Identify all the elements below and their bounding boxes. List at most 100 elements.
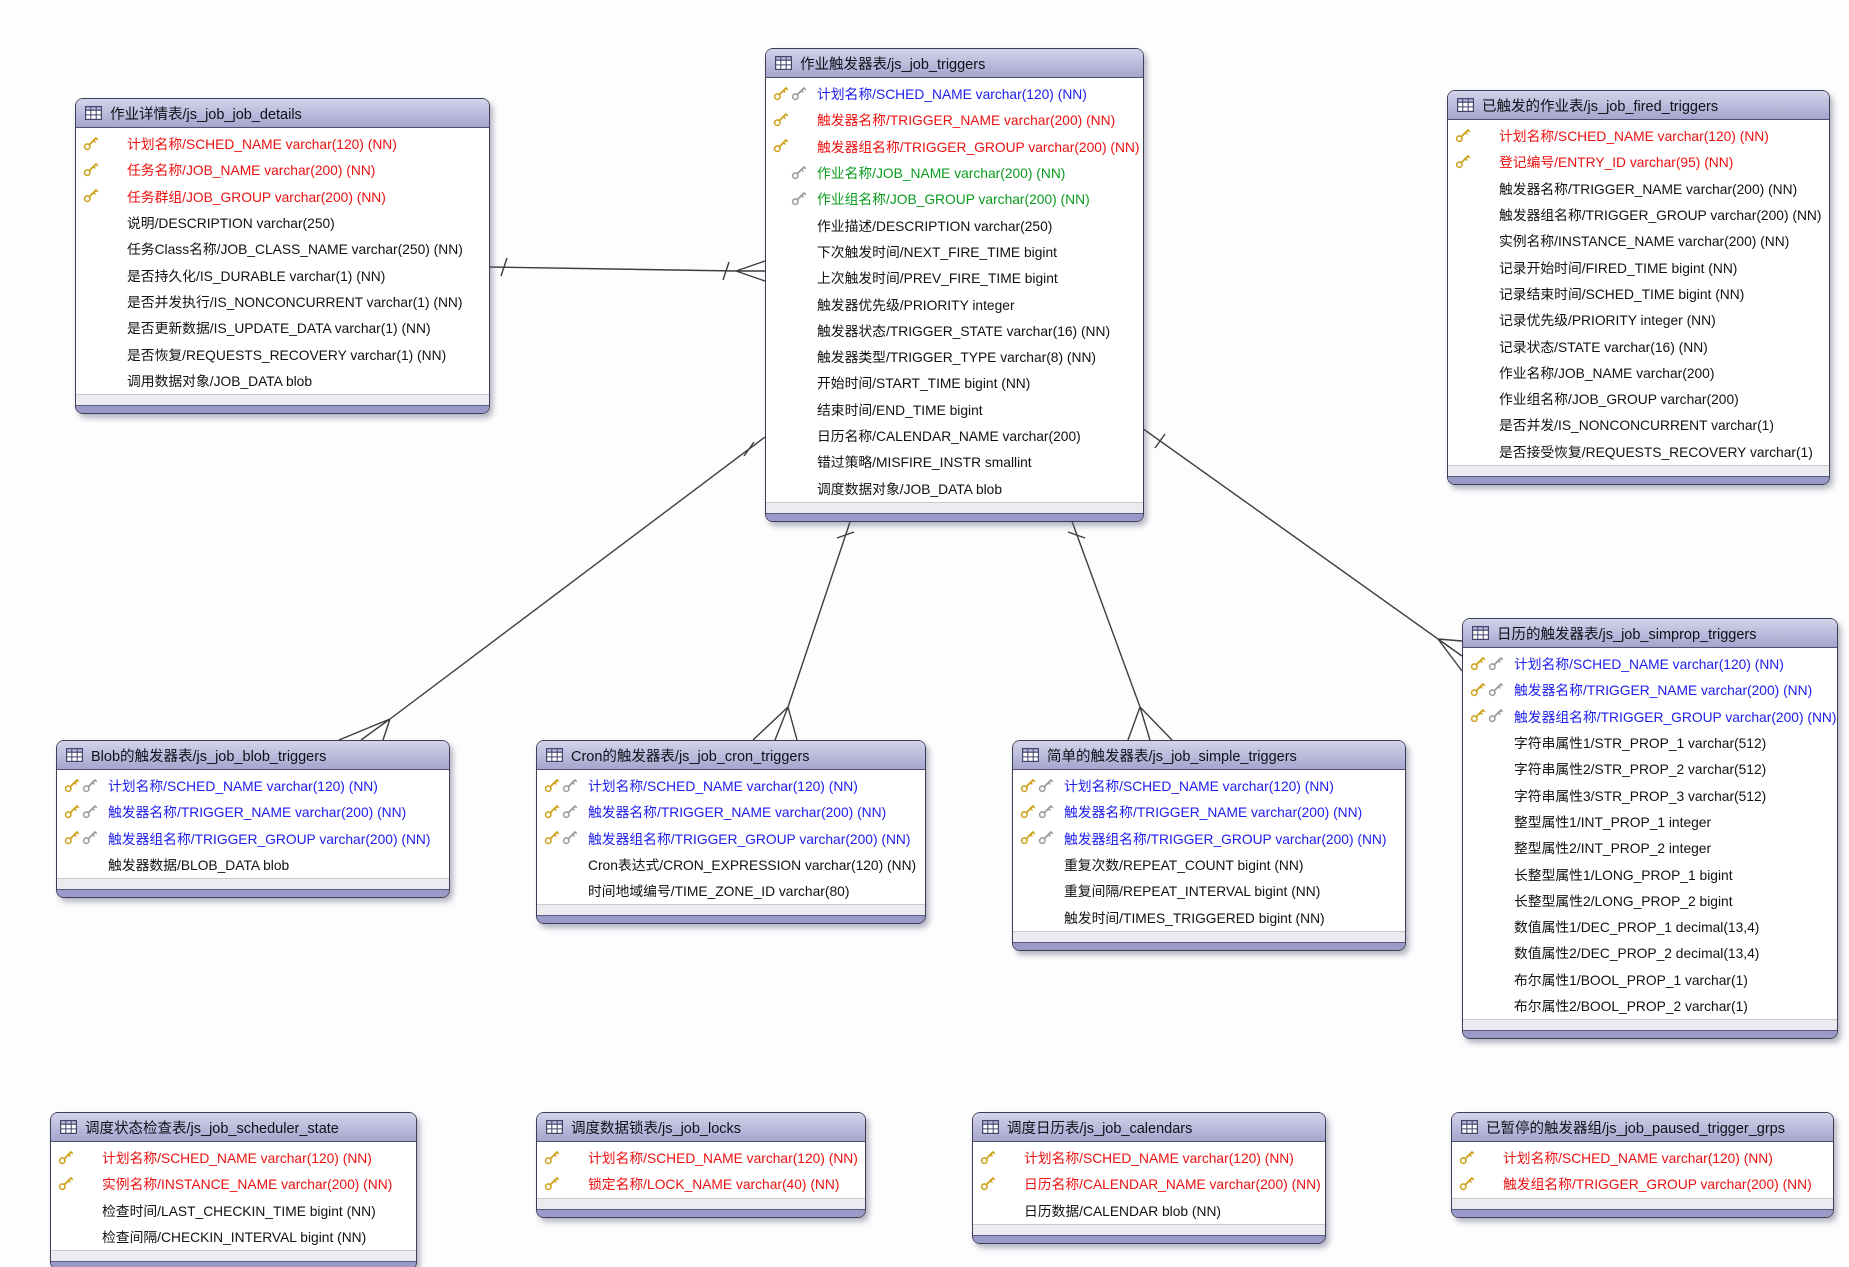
column-row[interactable]: 日历名称/CALENDAR_NAME varchar(200) (NN) bbox=[973, 1170, 1325, 1196]
column-row[interactable]: 作业组名称/JOB_GROUP varchar(200) bbox=[1448, 385, 1829, 411]
column-row[interactable]: 字符串属性2/STR_PROP_2 varchar(512) bbox=[1463, 755, 1837, 781]
entity-table-js-job-scheduler-state[interactable]: 调度状态检查表/js_job_scheduler_state 计划名称/SCHE… bbox=[50, 1112, 417, 1267]
column-row[interactable]: 结束时间/END_TIME bigint bbox=[766, 396, 1143, 422]
relation-triggers-to-blob-triggers[interactable] bbox=[338, 436, 766, 741]
entity-table-js-job-locks[interactable]: 调度数据锁表/js_job_locks 计划名称/SCHED_NAME varc… bbox=[536, 1112, 866, 1218]
table-header[interactable]: 调度日历表/js_job_calendars bbox=[973, 1113, 1325, 1142]
column-row[interactable]: 计划名称/SCHED_NAME varchar(120) (NN) bbox=[973, 1144, 1325, 1170]
column-row[interactable]: 时间地域编号/TIME_ZONE_ID varchar(80) bbox=[537, 877, 925, 903]
column-row[interactable]: 整型属性1/INT_PROP_1 integer bbox=[1463, 808, 1837, 834]
relation-triggers-to-simple-triggers[interactable] bbox=[1067, 515, 1173, 741]
column-row[interactable]: 触发器名称/TRIGGER_NAME varchar(200) (NN) bbox=[57, 798, 449, 824]
column-row[interactable]: 检查间隔/CHECKIN_INTERVAL bigint (NN) bbox=[51, 1223, 416, 1249]
column-row[interactable]: 日历名称/CALENDAR_NAME varchar(200) bbox=[766, 422, 1143, 448]
column-row[interactable]: 记录开始时间/FIRED_TIME bigint (NN) bbox=[1448, 253, 1829, 279]
column-row[interactable]: 调用数据对象/JOB_DATA blob bbox=[76, 367, 489, 393]
column-row[interactable]: 记录结束时间/SCHED_TIME bigint (NN) bbox=[1448, 280, 1829, 306]
column-row[interactable]: 计划名称/SCHED_NAME varchar(120) (NN) bbox=[537, 1144, 865, 1170]
column-row[interactable]: 触发器组名称/TRIGGER_GROUP varchar(200) (NN) bbox=[1013, 825, 1405, 851]
column-row[interactable]: 数值属性1/DEC_PROP_1 decimal(13,4) bbox=[1463, 913, 1837, 939]
column-row[interactable]: 作业描述/DESCRIPTION varchar(250) bbox=[766, 211, 1143, 237]
column-row[interactable]: 计划名称/SCHED_NAME varchar(120) (NN) bbox=[76, 130, 489, 156]
column-row[interactable]: 重复次数/REPEAT_COUNT bigint (NN) bbox=[1013, 851, 1405, 877]
column-row[interactable]: 触发器名称/TRIGGER_NAME varchar(200) (NN) bbox=[1013, 798, 1405, 824]
column-row[interactable]: 任务Class名称/JOB_CLASS_NAME varchar(250) (N… bbox=[76, 235, 489, 261]
entity-table-js-job-triggers[interactable]: 作业触发器表/js_job_triggers 计划名称/SCHED_NAME v… bbox=[765, 48, 1144, 522]
column-row[interactable]: 实例名称/INSTANCE_NAME varchar(200) (NN) bbox=[1448, 227, 1829, 253]
column-row[interactable]: 作业组名称/JOB_GROUP varchar(200) (NN) bbox=[766, 185, 1143, 211]
column-row[interactable]: 触发器名称/TRIGGER_NAME varchar(200) (NN) bbox=[1448, 175, 1829, 201]
table-header[interactable]: 已触发的作业表/js_job_fired_triggers bbox=[1448, 91, 1829, 120]
column-row[interactable]: 触发器名称/TRIGGER_NAME varchar(200) (NN) bbox=[1463, 676, 1837, 702]
column-row[interactable]: 长整型属性2/LONG_PROP_2 bigint bbox=[1463, 887, 1837, 913]
column-row[interactable]: 说明/DESCRIPTION varchar(250) bbox=[76, 209, 489, 235]
entity-table-js-job-paused-trigger-grps[interactable]: 已暂停的触发器组/js_job_paused_trigger_grps 计划名称… bbox=[1451, 1112, 1834, 1218]
column-row[interactable]: 触发器优先级/PRIORITY integer bbox=[766, 290, 1143, 316]
column-row[interactable]: 布尔属性1/BOOL_PROP_1 varchar(1) bbox=[1463, 966, 1837, 992]
entity-table-js-job-calendars[interactable]: 调度日历表/js_job_calendars 计划名称/SCHED_NAME v… bbox=[972, 1112, 1326, 1244]
table-header[interactable]: 日历的触发器表/js_job_simprop_triggers bbox=[1463, 619, 1837, 648]
column-row[interactable]: 是否接受恢复/REQUESTS_RECOVERY varchar(1) bbox=[1448, 438, 1829, 464]
column-row[interactable]: 触发时间/TIMES_TRIGGERED bigint (NN) bbox=[1013, 903, 1405, 929]
relation-triggers-to-simprop-triggers[interactable] bbox=[1141, 427, 1463, 672]
column-row[interactable]: 数值属性2/DEC_PROP_2 decimal(13,4) bbox=[1463, 939, 1837, 965]
column-row[interactable]: 触发器状态/TRIGGER_STATE varchar(16) (NN) bbox=[766, 317, 1143, 343]
column-row[interactable]: 开始时间/START_TIME bigint (NN) bbox=[766, 369, 1143, 395]
table-header[interactable]: 调度状态检查表/js_job_scheduler_state bbox=[51, 1113, 416, 1142]
table-header[interactable]: Cron的触发器表/js_job_cron_triggers bbox=[537, 741, 925, 770]
column-row[interactable]: 日历数据/CALENDAR blob (NN) bbox=[973, 1197, 1325, 1223]
table-header[interactable]: 作业详情表/js_job_job_details bbox=[76, 99, 489, 128]
table-header[interactable]: 作业触发器表/js_job_triggers bbox=[766, 49, 1143, 78]
table-header[interactable]: 简单的触发器表/js_job_simple_triggers bbox=[1013, 741, 1405, 770]
column-row[interactable]: 任务名称/JOB_NAME varchar(200) (NN) bbox=[76, 156, 489, 182]
column-row[interactable]: 作业名称/JOB_NAME varchar(200) bbox=[1448, 359, 1829, 385]
column-row[interactable]: 触发器名称/TRIGGER_NAME varchar(200) (NN) bbox=[766, 106, 1143, 132]
entity-table-js-job-fired-triggers[interactable]: 已触发的作业表/js_job_fired_triggers 计划名称/SCHED… bbox=[1447, 90, 1830, 485]
column-row[interactable]: 错过策略/MISFIRE_INSTR smallint bbox=[766, 448, 1143, 474]
column-row[interactable]: 整型属性2/INT_PROP_2 integer bbox=[1463, 834, 1837, 860]
column-row[interactable]: 触发器组名称/TRIGGER_GROUP varchar(200) (NN) bbox=[1448, 201, 1829, 227]
column-row[interactable]: 是否更新数据/IS_UPDATE_DATA varchar(1) (NN) bbox=[76, 314, 489, 340]
column-row[interactable]: 是否恢复/REQUESTS_RECOVERY varchar(1) (NN) bbox=[76, 340, 489, 366]
column-row[interactable]: 计划名称/SCHED_NAME varchar(120) (NN) bbox=[537, 772, 925, 798]
column-row[interactable]: Cron表达式/CRON_EXPRESSION varchar(120) (NN… bbox=[537, 851, 925, 877]
column-row[interactable]: 是否并发执行/IS_NONCONCURRENT varchar(1) (NN) bbox=[76, 288, 489, 314]
column-row[interactable]: 计划名称/SCHED_NAME varchar(120) (NN) bbox=[1448, 122, 1829, 148]
column-row[interactable]: 布尔属性2/BOOL_PROP_2 varchar(1) bbox=[1463, 992, 1837, 1018]
column-row[interactable]: 触发器类型/TRIGGER_TYPE varchar(8) (NN) bbox=[766, 343, 1143, 369]
column-row[interactable]: 触发器组名称/TRIGGER_GROUP varchar(200) (NN) bbox=[1463, 703, 1837, 729]
column-row[interactable]: 计划名称/SCHED_NAME varchar(120) (NN) bbox=[1452, 1144, 1833, 1170]
column-row[interactable]: 任务群组/JOB_GROUP varchar(200) (NN) bbox=[76, 183, 489, 209]
column-row[interactable]: 计划名称/SCHED_NAME varchar(120) (NN) bbox=[57, 772, 449, 798]
column-row[interactable]: 记录优先级/PRIORITY integer (NN) bbox=[1448, 306, 1829, 332]
column-row[interactable]: 登记编号/ENTRY_ID varchar(95) (NN) bbox=[1448, 148, 1829, 174]
entity-table-js-job-simprop-triggers[interactable]: 日历的触发器表/js_job_simprop_triggers 计划名称/SCH… bbox=[1462, 618, 1838, 1040]
column-row[interactable]: 重复间隔/REPEAT_INTERVAL bigint (NN) bbox=[1013, 877, 1405, 903]
column-row[interactable]: 调度数据对象/JOB_DATA blob bbox=[766, 474, 1143, 500]
relation-job-details-to-triggers[interactable] bbox=[487, 257, 766, 282]
entity-table-js-job-job-details[interactable]: 作业详情表/js_job_job_details 计划名称/SCHED_NAME… bbox=[75, 98, 490, 414]
column-row[interactable]: 计划名称/SCHED_NAME varchar(120) (NN) bbox=[1013, 772, 1405, 798]
table-header[interactable]: 已暂停的触发器组/js_job_paused_trigger_grps bbox=[1452, 1113, 1833, 1142]
table-header[interactable]: Blob的触发器表/js_job_blob_triggers bbox=[57, 741, 449, 770]
column-row[interactable]: 触发器组名称/TRIGGER_GROUP varchar(200) (NN) bbox=[766, 133, 1143, 159]
column-row[interactable]: 锁定名称/LOCK_NAME varchar(40) (NN) bbox=[537, 1170, 865, 1196]
column-row[interactable]: 记录状态/STATE varchar(16) (NN) bbox=[1448, 332, 1829, 358]
column-row[interactable]: 计划名称/SCHED_NAME varchar(120) (NN) bbox=[766, 80, 1143, 106]
column-row[interactable]: 上次触发时间/PREV_FIRE_TIME bigint bbox=[766, 264, 1143, 290]
column-row[interactable]: 实例名称/INSTANCE_NAME varchar(200) (NN) bbox=[51, 1170, 416, 1196]
column-row[interactable]: 计划名称/SCHED_NAME varchar(120) (NN) bbox=[1463, 650, 1837, 676]
entity-table-js-job-blob-triggers[interactable]: Blob的触发器表/js_job_blob_triggers 计划名称/SCHE… bbox=[56, 740, 450, 899]
column-row[interactable]: 触发器组名称/TRIGGER_GROUP varchar(200) (NN) bbox=[57, 825, 449, 851]
column-row[interactable]: 字符串属性3/STR_PROP_3 varchar(512) bbox=[1463, 781, 1837, 807]
column-row[interactable]: 触发器名称/TRIGGER_NAME varchar(200) (NN) bbox=[537, 798, 925, 824]
column-row[interactable]: 检查时间/LAST_CHECKIN_TIME bigint (NN) bbox=[51, 1197, 416, 1223]
column-row[interactable]: 字符串属性1/STR_PROP_1 varchar(512) bbox=[1463, 729, 1837, 755]
relation-triggers-to-cron-triggers[interactable] bbox=[752, 515, 855, 741]
entity-table-js-job-cron-triggers[interactable]: Cron的触发器表/js_job_cron_triggers 计划名称/SCHE… bbox=[536, 740, 926, 925]
column-row[interactable]: 触发器数据/BLOB_DATA blob bbox=[57, 851, 449, 877]
column-row[interactable]: 长整型属性1/LONG_PROP_1 bigint bbox=[1463, 860, 1837, 886]
column-row[interactable]: 计划名称/SCHED_NAME varchar(120) (NN) bbox=[51, 1144, 416, 1170]
entity-table-js-job-simple-triggers[interactable]: 简单的触发器表/js_job_simple_triggers 计划名称/SCHE… bbox=[1012, 740, 1406, 951]
column-row[interactable]: 触发组名称/TRIGGER_GROUP varchar(200) (NN) bbox=[1452, 1170, 1833, 1196]
